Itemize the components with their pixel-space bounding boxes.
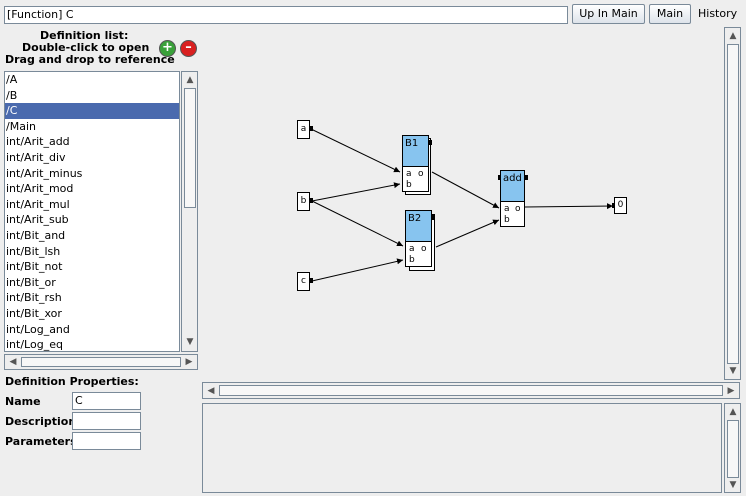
b1-port-o: o xyxy=(418,169,424,179)
definition-list-item[interactable]: /Main xyxy=(6,119,36,133)
function-title-field[interactable]: [Function] C xyxy=(4,6,568,24)
canvas-scroll-up-icon[interactable]: ▲ xyxy=(729,31,737,41)
console-scroll-down-icon[interactable]: ▼ xyxy=(729,480,737,490)
remove-definition-button[interactable]: – xyxy=(180,40,197,57)
hscroll-thumb[interactable] xyxy=(21,357,181,367)
definition-list-item[interactable]: int/Arit_minus xyxy=(6,166,83,180)
output-node[interactable]: 0 xyxy=(614,197,627,214)
canvas-scroll-right-icon[interactable]: ▶ xyxy=(727,386,735,396)
console-scroll-up-icon[interactable]: ▲ xyxy=(729,407,737,417)
block-add[interactable]: add a o b xyxy=(500,170,525,227)
definition-properties-title: Definition Properties: xyxy=(5,375,139,388)
port-tick xyxy=(525,175,528,180)
definition-list-item[interactable]: int/Bit_lsh xyxy=(6,244,61,258)
edge-c-to-b2b xyxy=(311,258,404,282)
port-tick xyxy=(498,175,501,180)
parameters-field[interactable] xyxy=(72,432,141,450)
definition-list-item[interactable]: int/Bit_not xyxy=(6,260,63,274)
edge-addo-to-out xyxy=(524,203,614,210)
block-b2-title: B2 xyxy=(405,210,432,242)
add-port-o: o xyxy=(515,204,521,214)
port-tick xyxy=(429,140,432,145)
definition-list-item[interactable]: int/Bit_and xyxy=(6,228,66,242)
scroll-up-arrow-icon[interactable]: ▲ xyxy=(186,75,194,85)
port-tick xyxy=(310,198,313,203)
console-vscrollbar[interactable]: ▲ ▼ xyxy=(724,403,741,493)
add-port-b: b xyxy=(504,215,510,225)
block-b2[interactable]: B2 a o b xyxy=(405,210,432,267)
b1-port-a: a xyxy=(406,169,412,179)
edge-b1o-to-adda xyxy=(431,171,500,209)
block-b1-title: B1 xyxy=(402,135,429,167)
edge-a-to-b1a xyxy=(310,128,401,173)
up-in-main-button[interactable]: Up In Main xyxy=(572,4,645,24)
definition-list-item[interactable]: int/Arit_mul xyxy=(6,197,70,211)
edge-b2o-to-addb xyxy=(435,219,500,248)
definition-list-item[interactable]: int/Arit_div xyxy=(6,150,66,164)
canvas-hscroll-thumb[interactable] xyxy=(219,385,723,396)
input-node-c[interactable]: c xyxy=(297,272,310,291)
definition-list-item[interactable]: /B xyxy=(6,88,18,102)
definition-list-title: Definition list: xyxy=(40,29,129,42)
definition-list-item[interactable]: int/Bit_xor xyxy=(6,306,62,320)
definition-list-hint-drag: Drag and drop to reference xyxy=(5,53,175,66)
name-field[interactable]: C xyxy=(72,392,141,410)
edge-b-to-b2a xyxy=(311,200,404,247)
console-vscroll-thumb[interactable] xyxy=(727,420,739,478)
definition-list-item[interactable]: int/Arit_add xyxy=(6,135,70,149)
port-tick xyxy=(612,203,615,208)
definition-list-item[interactable]: int/Bit_or xyxy=(6,275,56,289)
toolbar: [Function] C Up In Main Main History xyxy=(0,0,746,27)
definition-list-item[interactable]: int/Log_and xyxy=(6,322,70,336)
definition-list-item[interactable]: int/Log_eq xyxy=(6,338,63,352)
port-tick xyxy=(432,215,435,220)
definition-list-item[interactable]: /C xyxy=(5,103,179,119)
canvas-vscrollbar[interactable]: ▲ ▼ xyxy=(724,27,741,380)
canvas-vscroll-thumb[interactable] xyxy=(727,44,739,364)
graph-canvas[interactable]: a b c 0 B1 a o b B2 a o b add a o b xyxy=(202,27,722,380)
definition-list-hscrollbar[interactable]: ◀ ▶ xyxy=(4,354,198,370)
main-button[interactable]: Main xyxy=(649,4,691,24)
scroll-left-arrow-icon[interactable]: ◀ xyxy=(9,357,17,367)
add-port-a: a xyxy=(504,204,510,214)
block-add-title: add xyxy=(500,170,525,202)
block-b2-ports: a o b xyxy=(405,241,432,267)
canvas-scroll-down-icon[interactable]: ▼ xyxy=(729,366,737,376)
parameters-label: Parameters xyxy=(5,435,77,448)
edge-b-to-b1b xyxy=(311,182,401,202)
graph-edges xyxy=(310,128,614,282)
history-link[interactable]: History xyxy=(698,7,738,20)
add-definition-button[interactable]: + xyxy=(159,40,176,57)
definition-list-hint-open: Double-click to open xyxy=(22,41,150,54)
b2-port-o: o xyxy=(421,244,427,254)
b1-port-b: b xyxy=(406,180,412,190)
port-tick xyxy=(310,126,313,131)
canvas-scroll-left-icon[interactable]: ◀ xyxy=(207,386,215,396)
definitions-panel: Definition list: Double-click to open Dr… xyxy=(0,27,200,496)
console-panel[interactable] xyxy=(202,403,722,493)
canvas-hscrollbar[interactable]: ◀ ▶ xyxy=(202,382,740,399)
b2-port-a: a xyxy=(409,244,415,254)
port-tick xyxy=(310,278,313,283)
block-b1[interactable]: B1 a o b xyxy=(402,135,429,192)
description-field[interactable] xyxy=(72,412,141,430)
definition-list-item[interactable]: int/Bit_rsh xyxy=(6,291,62,305)
block-b1-ports: a o b xyxy=(402,166,429,192)
b2-port-b: b xyxy=(409,255,415,265)
scroll-thumb[interactable] xyxy=(184,88,196,208)
input-node-a[interactable]: a xyxy=(297,120,310,139)
description-label: Description xyxy=(5,415,77,428)
scroll-right-arrow-icon[interactable]: ▶ xyxy=(185,357,193,367)
input-node-b[interactable]: b xyxy=(297,192,310,211)
definition-list-item[interactable]: int/Arit_mod xyxy=(6,182,74,196)
name-label: Name xyxy=(5,395,41,408)
definition-list-item[interactable]: int/Arit_sub xyxy=(6,213,69,227)
scroll-down-arrow-icon[interactable]: ▼ xyxy=(186,337,194,347)
definition-list-vscrollbar[interactable]: ▲ ▼ xyxy=(181,71,198,352)
definition-list-item[interactable]: /A xyxy=(6,73,18,86)
block-add-ports: a o b xyxy=(500,201,525,227)
